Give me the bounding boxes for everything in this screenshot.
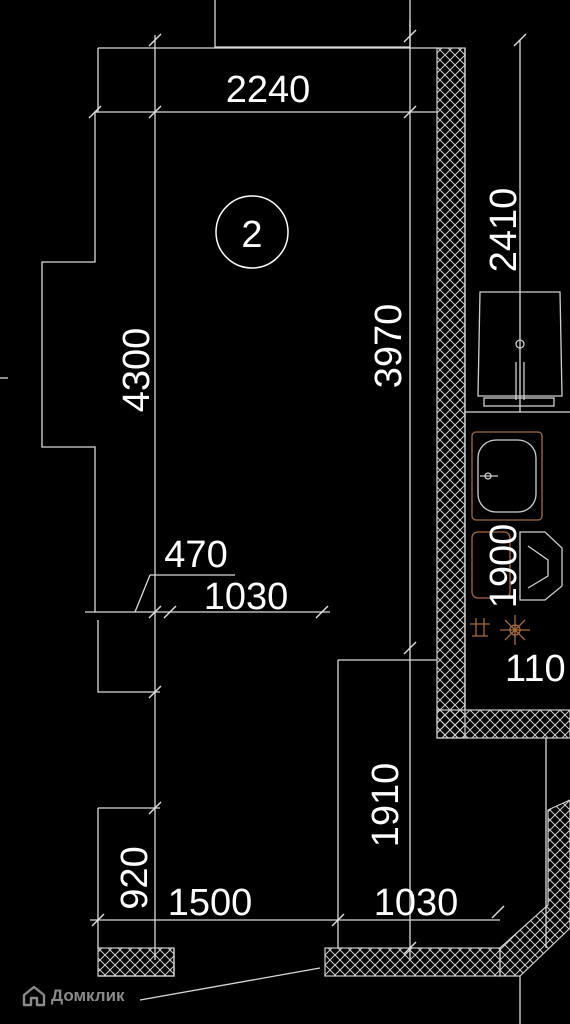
domclick-watermark: Домклик — [22, 985, 125, 1007]
dim-bottom-right-width: 1030 — [374, 882, 459, 924]
dim-bottom-left-height: 920 — [114, 846, 156, 909]
dim-bath-lower: 1900 — [483, 524, 525, 609]
water-valves-icon — [470, 615, 530, 645]
dim-inner-height: 3970 — [368, 304, 410, 389]
dim-bottom-left-width: 1500 — [168, 882, 253, 924]
sink[interactable] — [471, 431, 543, 521]
wall-outlines — [41, 0, 570, 1024]
dim-bath-height: 2410 — [483, 188, 525, 273]
dim-left-height: 4300 — [116, 328, 158, 413]
dimension-labels: 2240 4300 3970 2410 470 1030 1900 110 19… — [114, 69, 566, 924]
bathtub — [477, 291, 563, 407]
room-marker[interactable]: 2 — [215, 195, 289, 269]
dim-bath-right: 110 — [505, 648, 566, 690]
dim-hall-height: 1910 — [365, 763, 407, 848]
dim-mid-width: 1030 — [204, 576, 289, 618]
dimension-lines — [0, 20, 527, 960]
toilet[interactable] — [471, 531, 563, 601]
watermark-text: Домклик — [51, 986, 125, 1005]
dim-top-width: 2240 — [226, 69, 311, 111]
home-icon — [22, 985, 46, 1007]
dim-step-offset: 470 — [164, 534, 227, 576]
room-number: 2 — [241, 214, 262, 256]
